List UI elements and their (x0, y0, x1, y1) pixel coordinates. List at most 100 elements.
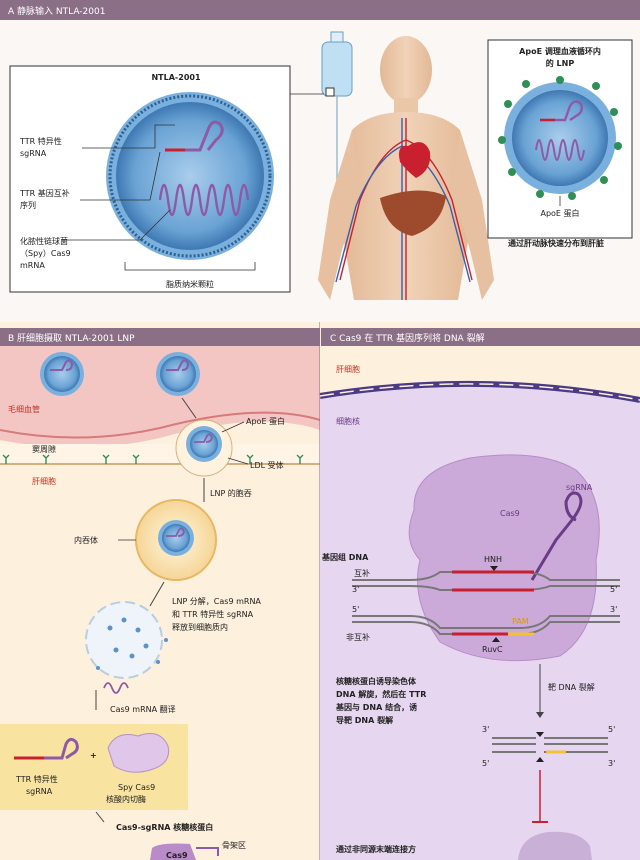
label-spycas9-2: 核酸内切酶 (106, 794, 146, 804)
label-mrna-line3: mRNA (20, 261, 45, 270)
label-seq-line1: TTR 基因互补 (19, 188, 70, 198)
lnp-in-blood-2 (156, 352, 200, 396)
label-hepatocyte-c: 肝细胞 (336, 364, 360, 374)
endosome-sgrna (166, 527, 185, 537)
lnp-title: NTLA-2001 (151, 73, 200, 82)
rnp-scaffold (196, 847, 219, 856)
inset-lnp-core (512, 90, 608, 186)
capillary-wall (0, 411, 321, 439)
label-apoe-a: ApoE 蛋白 (540, 208, 579, 218)
label-cas9-c: Cas9 (500, 509, 520, 518)
released-mrna (103, 682, 129, 694)
panel-a-header (0, 0, 640, 20)
hnh-marker (490, 566, 498, 571)
lnp-in-blood-1 (40, 352, 84, 396)
panel-b-title: B 肝细胞摄取 NTLA-2001 LNP (8, 332, 135, 344)
label-release-1: LNP 分解，Cas9 mRNA (172, 596, 261, 606)
inset-mrna (535, 139, 585, 161)
leader-apoe-b (221, 421, 245, 433)
label-seq-line2: 序列 (20, 200, 36, 210)
leader-sgrna (82, 124, 175, 149)
label-ttr-sgrna-2: sgRNA (26, 787, 53, 796)
text-rnp-1: 核糖核蛋白诱导染色体 (336, 676, 417, 686)
label-5p-b: 5' (352, 605, 359, 614)
label-translation: Cas9 mRNA 翻译 (110, 705, 176, 714)
text-rnp-3: 基因与 DNA 结合，诱 (335, 702, 418, 712)
label-5p-d: 5' (482, 759, 489, 768)
label-scaffold: 骨架区 (222, 841, 246, 850)
iv-pointer-box (325, 87, 335, 97)
inset-sgrna (540, 100, 584, 122)
label-3p-b: 3' (610, 605, 617, 614)
label-mrna-line2: （Spy）Cas9 (20, 249, 71, 258)
label-hnh: HNH (484, 555, 502, 564)
leader-ldl (227, 457, 249, 465)
label-sgrna-line2: sgRNA (20, 149, 47, 158)
label-apoe-b: ApoE 蛋白 (246, 416, 285, 426)
spy-cas9-protein (107, 733, 170, 773)
lnp-membrane (108, 94, 272, 258)
leader-mrna (62, 209, 171, 241)
arrow-rnp (95, 811, 105, 823)
label-space: 窦周隙 (32, 444, 56, 454)
label-genomic-dna: 基因组 DNA (321, 552, 369, 562)
liver (380, 190, 446, 236)
label-mrna-line1: 化脓性链球菌 (20, 236, 68, 246)
label-rnp-cas9: Cas9 (166, 851, 188, 860)
label-endosome: 内吞体 (74, 535, 98, 545)
ldl-receptors (2, 454, 304, 464)
label-endocytosis: LNP 的胞吞 (210, 488, 252, 498)
label-release-2: 和 TTR 特异性 sgRNA (172, 609, 254, 619)
label-rnp: Cas9-sgRNA 核糖核蛋白 (116, 822, 213, 832)
label-ldl: LDL 受体 (250, 460, 284, 470)
arrow-cleave-head (536, 712, 544, 718)
lnp-uptake-sgrna (194, 433, 213, 443)
leader-seq (80, 151, 161, 201)
mrna-shape (158, 183, 250, 217)
sgrna-in-complex (530, 491, 583, 581)
heart (399, 142, 431, 178)
released-particles (96, 617, 168, 670)
label-5p-c: 5' (608, 725, 615, 734)
endosome-lnp-core (162, 524, 190, 552)
rnp-protein (150, 843, 196, 860)
cut-marker-top (536, 732, 544, 737)
ruvc-marker (492, 637, 500, 642)
text-rnp-2: DNA 解旋，然后在 TTR (336, 689, 426, 699)
label-3p-d: 3' (608, 759, 615, 768)
label-spycas9-1: Spy Cas9 (118, 783, 155, 792)
label-5p-a: 5' (610, 585, 617, 594)
panel-c-header (321, 328, 640, 346)
lnp-core (116, 102, 264, 250)
panel-b-header (0, 328, 320, 346)
text-nhej: 通过非同源末端连接方 (336, 844, 416, 854)
label-hepatocyte-b: 肝细胞 (32, 476, 56, 486)
text-rnp-4: 导靶 DNA 裂解 (336, 715, 393, 725)
label-release-3: 释放到细胞质内 (172, 622, 228, 632)
ttr-protein-fragment (518, 831, 592, 860)
label-lnp: 脂质纳米颗粒 (166, 279, 214, 289)
label-ruvc: RuvC (482, 645, 503, 654)
box-sgrna-scaffold (44, 737, 79, 760)
label-comp: 互补 (354, 568, 370, 578)
arrow-to-membrane (181, 397, 197, 419)
iv-bag-top (330, 31, 344, 43)
sgrna-shape (165, 120, 224, 152)
label-plus: + (90, 751, 97, 760)
panel-c-title: C Cas9 在 TTR 基因序列将 DNA 裂解 (330, 332, 485, 344)
label-capillary: 毛细血管 (8, 404, 40, 414)
lnp-uptake-core (190, 430, 218, 458)
label-pam: PAM (512, 617, 529, 626)
arrow-release (149, 581, 165, 607)
label-nucleus: 细胞核 (336, 416, 360, 426)
label-noncomp: 非互补 (346, 632, 370, 642)
cas9-complex (408, 454, 600, 662)
lnp-bracket (124, 262, 256, 271)
label-sgrna-c: sgRNA (566, 483, 593, 492)
inset-title-1: ApoE 调理血液循环内 (519, 46, 601, 56)
caption-a: 通过肝动脉快速分布到肝脏 (508, 238, 604, 248)
nuclear-pores (319, 383, 640, 401)
label-sgrna-line1: TTR 特异性 (19, 136, 62, 146)
